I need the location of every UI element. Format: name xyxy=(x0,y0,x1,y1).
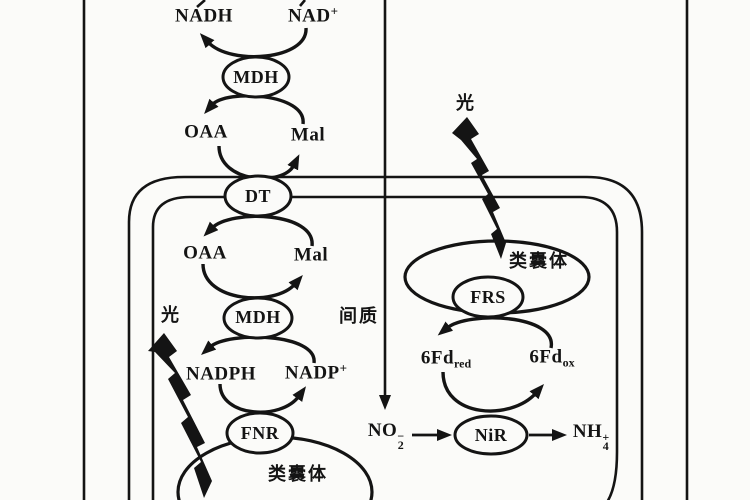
fd-red-base: 6Fd xyxy=(420,347,455,369)
nadp-base: NADP xyxy=(284,362,340,384)
nad-sup: + xyxy=(330,3,339,19)
label-no2: NO−2 xyxy=(367,419,405,452)
fd-red-sub: red xyxy=(454,356,472,371)
label-fnr: FNR xyxy=(240,423,280,443)
chloroplast-inner-membrane xyxy=(151,195,619,500)
arc-oaa-to-mal-via-mdh-stroma xyxy=(201,263,303,300)
label-nadh: NADH xyxy=(175,5,233,27)
fd-ox-base: 6Fd xyxy=(529,346,563,368)
label-light-right: 光 xyxy=(456,93,476,113)
fnr-ellipse xyxy=(225,411,295,455)
mdh-stroma-ellipse xyxy=(222,296,294,340)
label-mal-stroma: Mal xyxy=(293,244,329,266)
no2-sub: 2 xyxy=(397,437,404,452)
arc-mal-to-oaa-cytosol xyxy=(204,94,305,125)
label-mdh-stroma: MDH xyxy=(235,307,281,327)
label-oaa-cytosol: OAA xyxy=(184,121,228,143)
nad-base: NAD xyxy=(287,5,331,27)
label-nir: NiR xyxy=(474,425,508,445)
no2-base: NO xyxy=(367,419,398,441)
arc-mal-to-oaa-via-dt-bottom xyxy=(203,214,314,247)
nadp-sup: + xyxy=(339,360,348,376)
label-stroma: 间质 xyxy=(339,306,379,326)
nh4-sub: 4 xyxy=(602,438,609,453)
label-thylakoid-left: 类囊体 xyxy=(268,464,328,484)
label-nadp-plus: NADP+ xyxy=(285,362,347,383)
label-nadph: NADPH xyxy=(185,363,257,385)
nh4-charge-stack: +4 xyxy=(602,429,610,453)
lightning-bolt-icon-left xyxy=(148,333,212,498)
fd-ox-sub: ox xyxy=(562,355,575,370)
label-mdh-cytosol: MDH xyxy=(233,67,279,87)
label-light-left: 光 xyxy=(161,305,181,325)
label-nh4: NH+4 xyxy=(572,420,610,453)
label-6fd-ox: 6Fdox xyxy=(529,348,574,369)
arc-oaa-to-mal-via-dt-top xyxy=(217,145,300,181)
arc-fdox-to-fdred-via-frs xyxy=(437,316,553,349)
label-nad-plus: NAD+ xyxy=(288,5,338,26)
mdh-cytosol-ellipse xyxy=(221,55,291,99)
dt-translocator-ellipse xyxy=(223,174,293,218)
label-6fd-red: 6Fdred xyxy=(421,349,471,370)
arc-nadph-to-nadp-via-fnr xyxy=(218,383,307,414)
frs-ellipse xyxy=(451,275,525,319)
cutoff-curve-stub-left xyxy=(196,0,206,8)
label-dt: DT xyxy=(244,186,272,206)
no2-charge-stack: −2 xyxy=(397,428,405,452)
lightning-bolt-icon-right xyxy=(452,117,506,259)
label-mal-cytosol: Mal xyxy=(290,124,326,146)
no2-sup: − xyxy=(397,428,405,443)
nh4-base: NH xyxy=(572,420,603,442)
nh4-sup: + xyxy=(602,429,610,444)
cutoff-curve-stub-right xyxy=(299,0,306,7)
nir-ellipse xyxy=(453,414,529,456)
label-oaa-stroma: OAA xyxy=(183,242,227,264)
arc-fdred-to-fdox-via-nir xyxy=(441,371,545,413)
arc-nad-to-nadh xyxy=(199,27,308,59)
label-thylakoid-right: 类囊体 xyxy=(509,251,569,271)
label-frs: FRS xyxy=(470,287,506,307)
arc-nadp-to-nadph-via-mdh xyxy=(201,335,316,364)
